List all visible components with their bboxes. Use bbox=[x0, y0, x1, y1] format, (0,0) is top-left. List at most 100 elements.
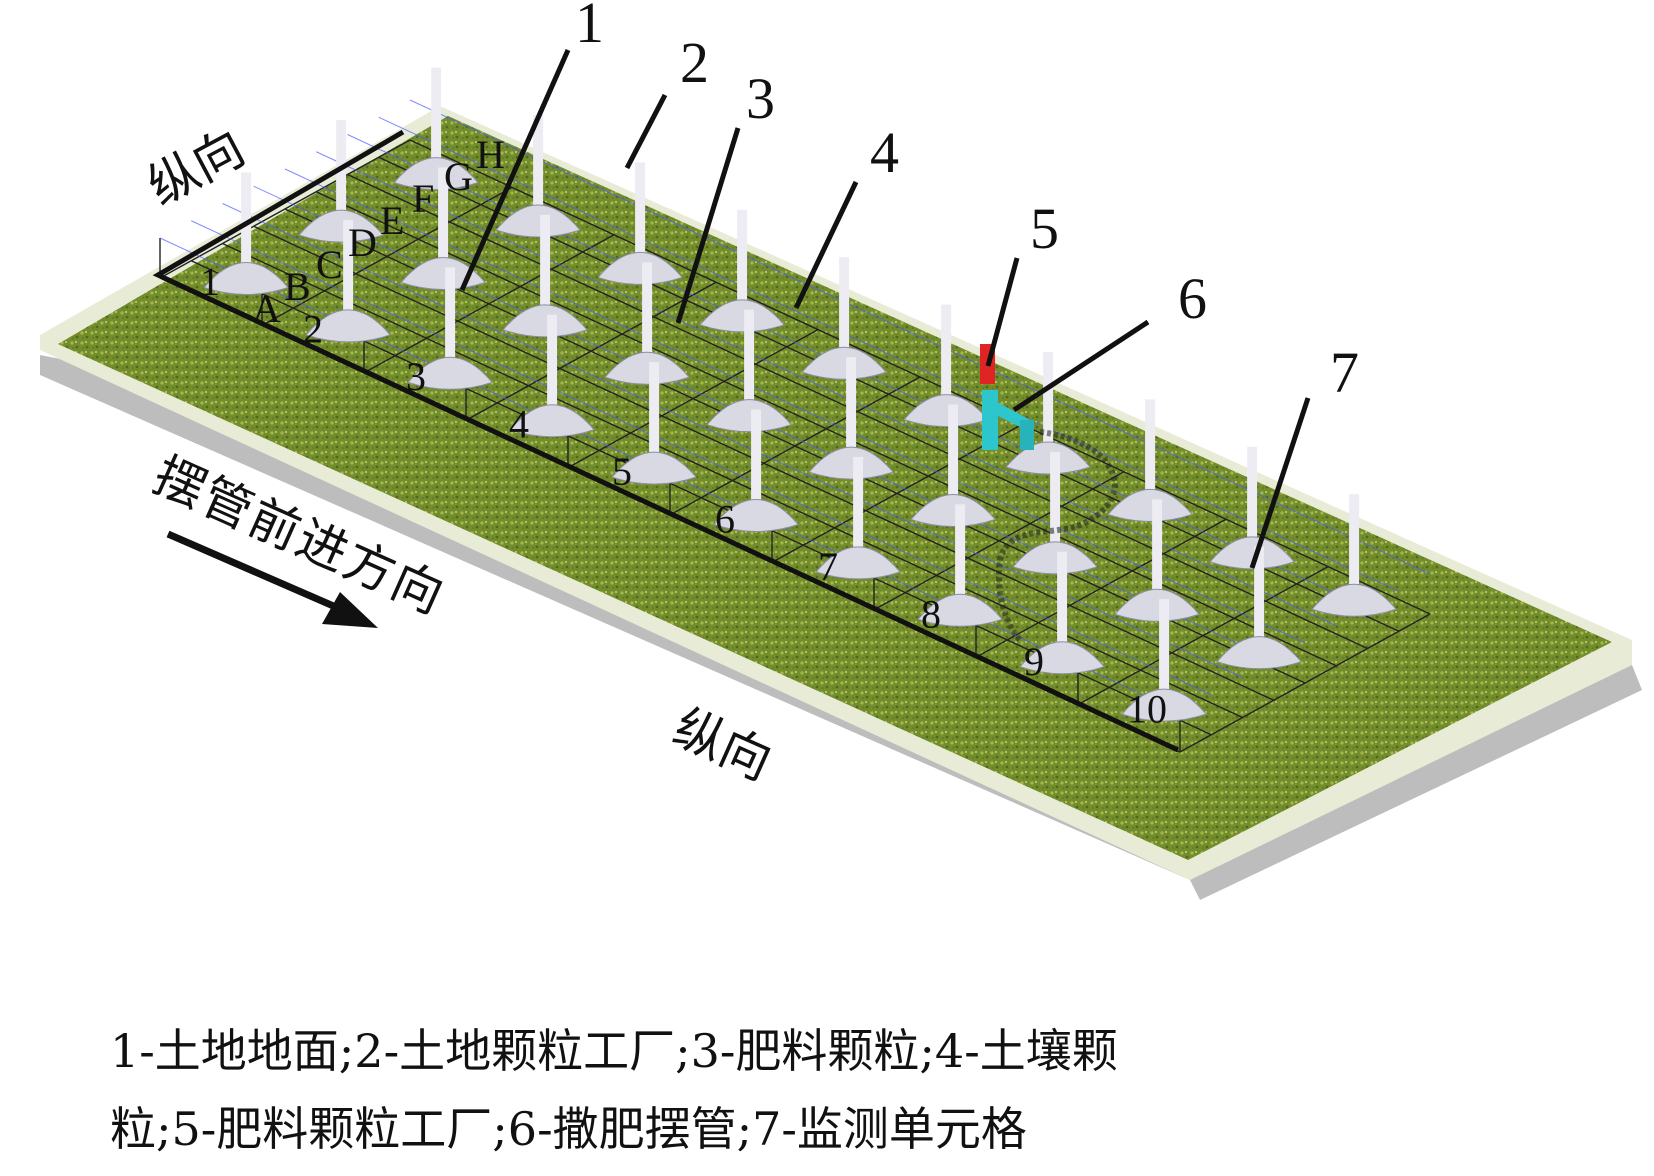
factory-post bbox=[241, 172, 252, 263]
grid-line-upper bbox=[222, 203, 1243, 678]
factory-cone bbox=[801, 346, 887, 380]
callout-3: 3 bbox=[746, 66, 775, 131]
grid-line-upper bbox=[409, 99, 1431, 575]
factory-cone bbox=[1107, 489, 1193, 522]
callout-6: 6 bbox=[1178, 266, 1207, 331]
factory-cone bbox=[298, 209, 384, 243]
factory-post bbox=[846, 357, 857, 448]
callout-1: 1 bbox=[575, 0, 604, 55]
soil-particle-factory bbox=[1311, 494, 1397, 617]
factory-cone bbox=[1216, 636, 1302, 670]
factory-post bbox=[941, 304, 952, 395]
factory-post bbox=[431, 67, 442, 158]
callout-leaders bbox=[459, 48, 1311, 569]
factory-cone bbox=[407, 357, 493, 390]
row-label: 4 bbox=[509, 402, 529, 447]
fertilizer-particle-trail bbox=[996, 429, 1118, 643]
factory-cone bbox=[611, 451, 697, 485]
row-label: 7 bbox=[818, 544, 838, 589]
soil-particle-factories bbox=[203, 67, 1397, 722]
callout-5: 5 bbox=[1030, 196, 1059, 261]
grid-line-upper bbox=[378, 116, 1399, 592]
grid-line bbox=[253, 225, 1275, 701]
soil-particle-factory bbox=[509, 314, 595, 438]
soil-particle-factory bbox=[1019, 551, 1105, 675]
grid-line-upper bbox=[191, 220, 1212, 696]
factory-post bbox=[336, 120, 347, 211]
soil-particle-factory bbox=[597, 162, 683, 285]
column-label: E bbox=[380, 198, 404, 243]
soil-particle-factory bbox=[1012, 451, 1098, 575]
factory-post bbox=[744, 309, 755, 400]
factory-post bbox=[1254, 546, 1265, 637]
factory-post bbox=[533, 115, 544, 206]
soil-particle-factory bbox=[815, 456, 901, 580]
soil-particle-factory bbox=[298, 120, 384, 243]
soil-particle-factory bbox=[1121, 599, 1207, 722]
factory-cone bbox=[509, 404, 595, 438]
row-label: 1 bbox=[200, 259, 220, 304]
factory-post bbox=[1159, 599, 1170, 690]
factory-cone bbox=[808, 446, 894, 480]
column-label: B bbox=[284, 264, 311, 309]
grid-line bbox=[222, 242, 1243, 719]
column-label: H bbox=[476, 132, 505, 177]
soil-particle-factory bbox=[305, 219, 391, 343]
factory-cone bbox=[917, 594, 1003, 627]
soil-particle-factory bbox=[801, 257, 887, 380]
soil-particle-factory bbox=[910, 404, 996, 527]
factory-cone bbox=[815, 546, 901, 580]
callout-2: 2 bbox=[680, 30, 709, 95]
row-label: 6 bbox=[715, 497, 735, 542]
factory-cone bbox=[604, 351, 690, 385]
caption-line-1: 1-土地地面;2-土地颗粒工厂;3-肥料颗粒;4-土壤颗 bbox=[110, 1024, 1118, 1078]
callout-4: 4 bbox=[870, 120, 899, 185]
factory-post bbox=[853, 456, 864, 547]
factory-post bbox=[1145, 399, 1156, 490]
factory-post bbox=[1057, 551, 1068, 642]
factory-cone bbox=[910, 494, 996, 527]
grid-line bbox=[347, 173, 1368, 650]
row-label: 10 bbox=[1127, 687, 1167, 732]
column-label: F bbox=[412, 176, 434, 221]
factory-cone bbox=[699, 299, 785, 333]
factory-post bbox=[1043, 352, 1054, 443]
soil-particle-factory bbox=[917, 504, 1003, 627]
caption-line-2: 粒;5-肥料颗粒工厂;6-撒肥摆管;7-监测单元格 bbox=[110, 1102, 1027, 1156]
soil-particle-factory bbox=[393, 67, 479, 191]
soil-particle-factory bbox=[1209, 446, 1295, 570]
factory-post bbox=[445, 267, 456, 358]
factory-post bbox=[1152, 499, 1163, 590]
callout-7: 7 bbox=[1330, 340, 1359, 405]
factory-post bbox=[547, 314, 558, 405]
factory-post bbox=[343, 219, 354, 310]
factory-cone bbox=[1121, 688, 1207, 722]
row-label: 8 bbox=[921, 592, 941, 637]
factory-post bbox=[1349, 494, 1360, 585]
soil-particle-factory bbox=[699, 209, 785, 333]
factory-post bbox=[737, 209, 748, 300]
factory-cone bbox=[1114, 588, 1200, 622]
factory-cone bbox=[713, 499, 799, 533]
grid-line bbox=[409, 139, 1431, 615]
soil-particle-factory bbox=[203, 172, 289, 296]
soil-particle-factory bbox=[495, 115, 581, 238]
column-label: G bbox=[444, 154, 473, 199]
frame-lines bbox=[152, 129, 1180, 753]
swing-pipe bbox=[982, 390, 1034, 450]
row-label: 9 bbox=[1024, 639, 1044, 684]
soil-particle-factory bbox=[604, 262, 690, 385]
grid-line-upper bbox=[284, 168, 1306, 644]
factory-post bbox=[649, 362, 660, 453]
factory-cone bbox=[1209, 536, 1295, 570]
factory-cone bbox=[495, 204, 581, 238]
soil-particle-factory bbox=[502, 214, 588, 338]
soil-particle-factory bbox=[407, 267, 493, 390]
factory-cone bbox=[305, 309, 391, 343]
column-label: D bbox=[348, 220, 377, 265]
factory-post bbox=[948, 404, 959, 495]
soil-particle-factory bbox=[1216, 546, 1302, 670]
